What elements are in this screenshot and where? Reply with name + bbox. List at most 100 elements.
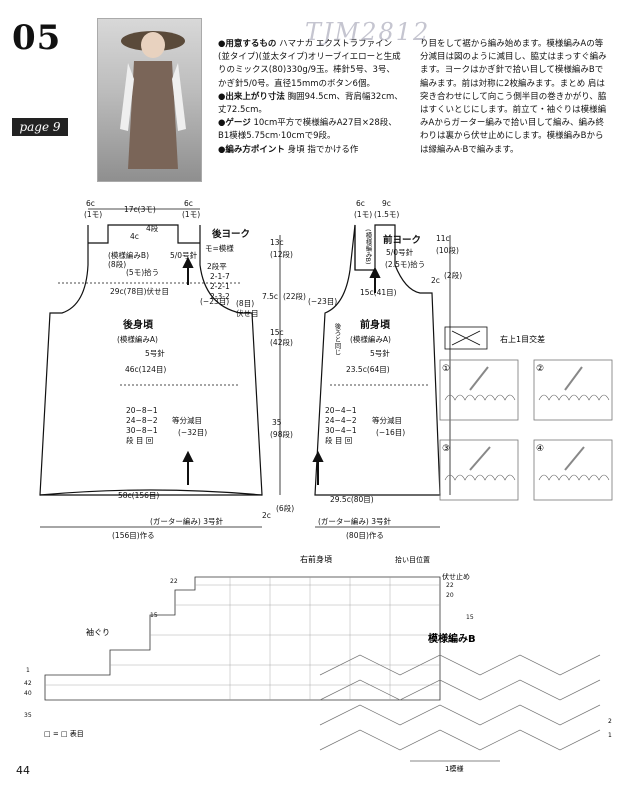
gauge-text: 10cm平方で模様編みA27目×28段、B1模様5.75cm·10cmで9段。 <box>218 118 397 142</box>
back-title: 後身頃 <box>123 318 154 331</box>
back-hem-line <box>39 489 263 496</box>
back-width46: 46c(124目) <box>125 365 166 374</box>
back-dec-total: (−32目) <box>178 428 207 437</box>
back-pick5: (5モ)拾う <box>126 267 159 277</box>
back-right-75c: 7.5c <box>262 292 278 301</box>
front-right-11c: 11c <box>436 234 450 243</box>
back-dec-line-3: 30−8−1 <box>126 426 158 435</box>
cross-stitch-panel: 右上1目交差 ① ② ③ ④ <box>439 326 613 501</box>
front-top-6c: 6c <box>356 199 365 208</box>
back-needle: 5号針 <box>145 348 165 358</box>
model-photo <box>97 18 202 182</box>
back-yoke-note: モ=模様 <box>205 243 234 253</box>
front-body-outline <box>314 224 441 496</box>
chart-row-left-15: 15 <box>150 612 158 619</box>
back-neck-4c: 4c <box>130 232 139 241</box>
chart-row-left-42: 42 <box>24 680 32 687</box>
back-top-left: 6c <box>86 199 95 208</box>
cross-label: 右上1目交差 <box>500 334 545 344</box>
back-right-22dan: (22段) <box>283 291 306 301</box>
front-dec-total: (−16目) <box>376 428 405 437</box>
front-w29: 29.5c(80目) <box>330 495 374 504</box>
cross-step-1: ① <box>442 364 450 374</box>
back-bind-label: 伏せ目 <box>236 308 259 318</box>
size-text: 胸囲94.5cm、背肩幅32cm、丈72.5cm。 <box>218 91 403 116</box>
back-dec-row-2: 2-2-1 <box>210 282 230 291</box>
back-right-98dan: (98段) <box>270 429 293 439</box>
front-dec-line-2: 24−4−2 <box>325 416 357 425</box>
back-armhole-m23: (−23目) <box>200 297 229 306</box>
front-w15: 15c(41目) <box>360 288 397 297</box>
back-top-right: 6c <box>184 199 193 208</box>
back-right-13c: 13c <box>270 238 284 247</box>
chart-row-right-22: 22 <box>446 582 454 589</box>
chart-row-left-1: 1 <box>26 667 30 674</box>
pattern-b-chart: 模様編みB 1模様 1 2 <box>319 632 612 773</box>
back-even-dec: 等分減目 <box>172 415 202 425</box>
front-needle5: 5/0号針 <box>386 247 414 257</box>
front-needle: 5号針 <box>370 348 390 358</box>
chart-row-left-35: 35 <box>24 712 32 719</box>
back-top-right-sub: (1モ) <box>182 210 200 219</box>
materials-spec: ●用意するもの ハマナカ エクストラファイン(並タイプ)(並太タイプ)オリーブイ… <box>218 38 403 157</box>
back-right-6dan: (6段) <box>276 503 294 513</box>
back-top-left-sub: (1モ) <box>84 210 102 219</box>
back-dec-title: 2段平 <box>207 261 227 271</box>
chart-armhole: 袖ぐり <box>86 627 110 637</box>
chart-row-right-20: 20 <box>446 592 454 599</box>
back-yoke-needle: 5/0号針 <box>170 250 198 260</box>
front-right-2dan: (2段) <box>444 270 462 280</box>
back-width58: 58c(156目) <box>118 491 159 500</box>
chart-row-right-15: 15 <box>466 614 474 621</box>
front-yoke-label: 前ヨーク <box>383 234 421 246</box>
back-dec-row-1: 2-1-7 <box>210 272 230 281</box>
chart-row-left-40: 40 <box>24 690 32 697</box>
pattern-b-repeat: 1模様 <box>445 764 463 773</box>
back-garter: (ガーター編み) 3号針 <box>150 516 224 526</box>
front-w23: 23.5c(64目) <box>346 365 390 374</box>
front-yoke-vertical: (模様編みB) <box>364 229 372 265</box>
back-dec-header: 段 目 回 <box>126 435 153 445</box>
front-right-2c: 2c <box>431 276 440 285</box>
back-right-2c: 2c <box>262 511 271 520</box>
back-pattern: (模様編みA) <box>117 334 158 344</box>
back-dec-line-2: 24−8−2 <box>126 416 158 425</box>
direction-arrows <box>182 256 381 485</box>
back-bind8: (8目) <box>236 299 254 308</box>
watermark: TJM2812 <box>305 18 431 46</box>
front-right-10dan: (10段) <box>436 245 459 255</box>
pattern-b-title: 模様編みB <box>428 632 476 645</box>
knitting-diagram: 6c (1モ) 17c(3モ) 6c (1モ) 4c 4段 後ヨーク モ=模様 … <box>24 199 613 773</box>
front-top-9c-sub: (1.5モ) <box>374 210 399 219</box>
size-label: ●出来上がり寸法 <box>218 91 285 102</box>
front-even-dec: 等分減目 <box>372 415 402 425</box>
back-right-35: 35 <box>272 418 282 427</box>
chart-title: 右前身頃 <box>300 554 332 564</box>
front-garter: (ガーター編み) 3号針 <box>318 516 392 526</box>
page-number: 44 <box>16 764 30 777</box>
front-m23: (−23目) <box>308 297 337 306</box>
chart-bind-off: 伏せ止め <box>442 572 470 581</box>
instructions-text: り目をして裾から編み始めます。模様編みAの等分減目は図のように減目し、脇丈はまっ… <box>420 38 610 157</box>
model-silhouette <box>120 31 186 169</box>
point-text: 身頃 指でかける作 <box>287 144 359 155</box>
cross-step-3: ③ <box>442 444 450 454</box>
back-yoke-pattern: (模様編みB) <box>108 250 149 260</box>
pattern-b-row-1: 1 <box>608 732 612 739</box>
materials-text: ハマナカ エクストラファイン(並タイプ)(並太タイプ)オリーブイエローと生成りの… <box>218 39 401 89</box>
front-pattern: (模様編みA) <box>350 334 391 344</box>
back-right-12dan: (12段) <box>270 249 293 259</box>
back-body-outline <box>39 224 263 496</box>
front-dec-line-1: 20−4−1 <box>325 406 357 415</box>
chart-row-left-22: 22 <box>170 578 178 585</box>
stitch-chart: 右前身頃 拾い目位置 伏せ止め 袖ぐり 22 20 15 22 15 1 42 … <box>24 554 474 738</box>
front-top-6c-sub: (1モ) <box>354 210 372 219</box>
page-reference-badge: page 9 <box>12 118 68 136</box>
gauge-label: ●ゲージ <box>218 118 251 129</box>
point-label: ●編み方ポイント <box>218 144 285 155</box>
instructions-paragraph: り目をして裾から編み始めます。模様編みAの等分減目は図のように減目し、脇丈はまっ… <box>420 39 607 155</box>
front-top-9c: 9c <box>382 199 391 208</box>
cross-step-illustrations <box>444 366 610 481</box>
chart-legend: □ = □ 表目 <box>44 729 84 738</box>
back-neck-4dan: 4段 <box>146 223 159 233</box>
